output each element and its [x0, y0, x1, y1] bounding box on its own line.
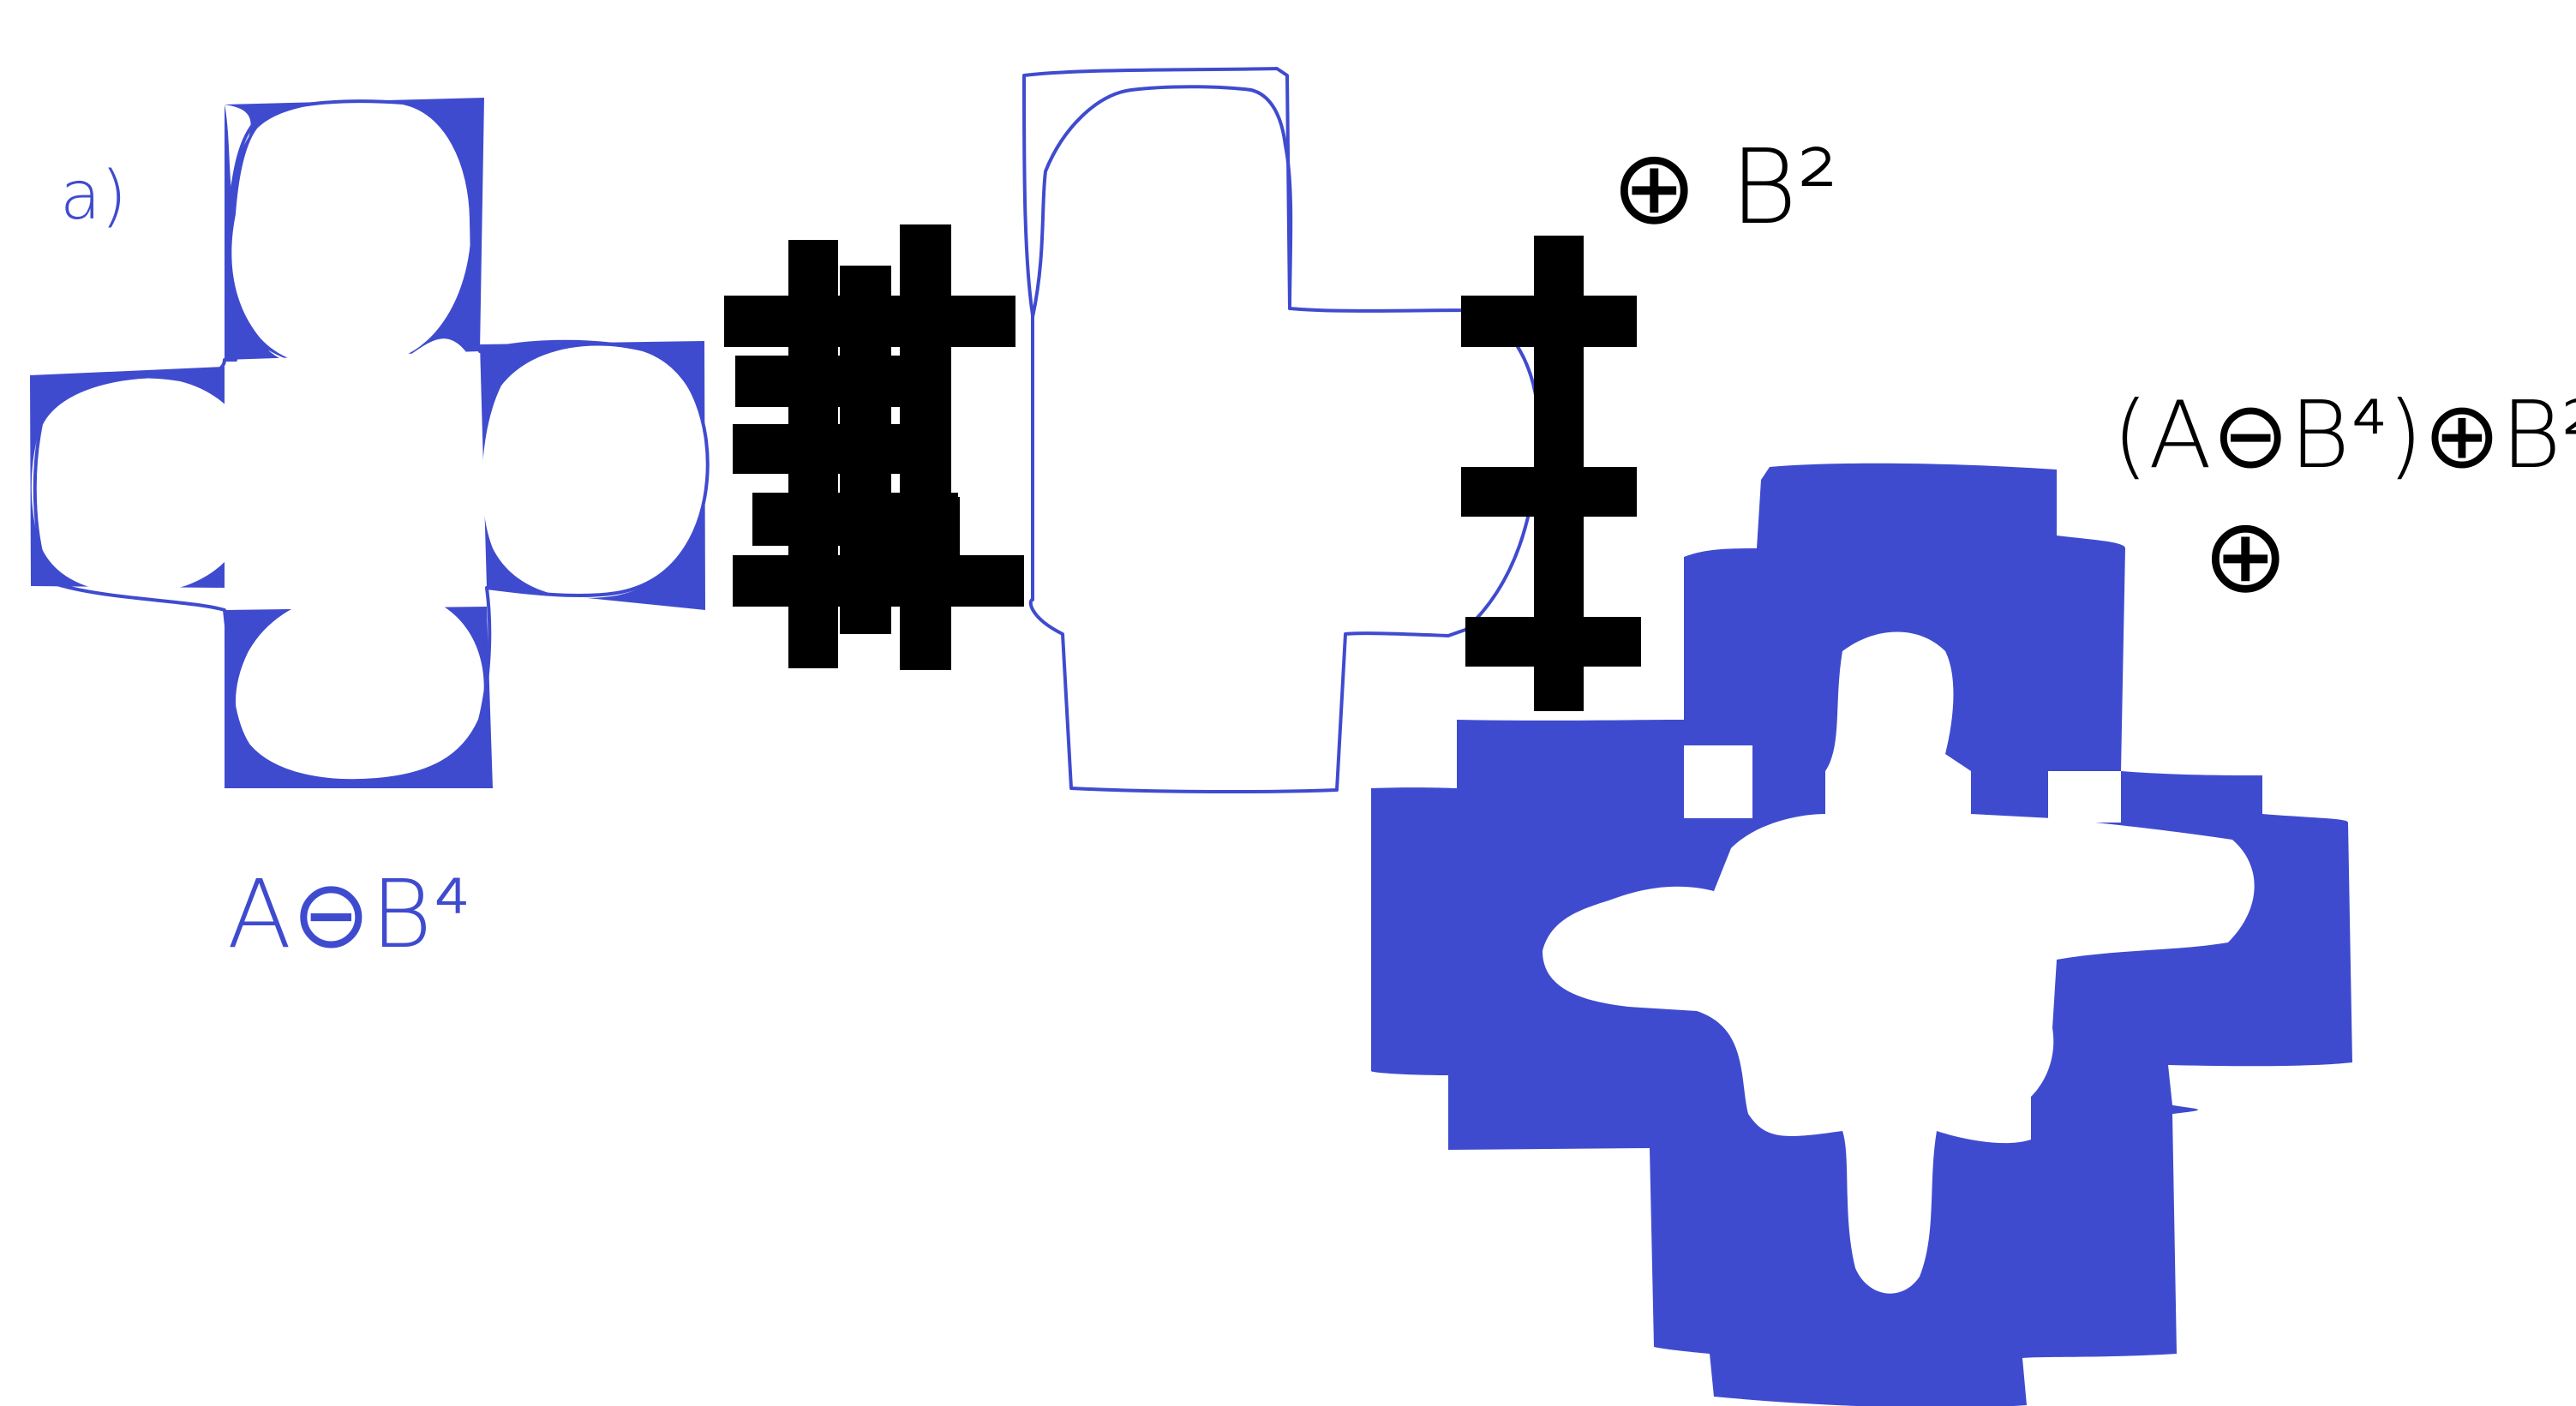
- part-label-text: a): [60, 158, 127, 235]
- combined-symbol-text: ⊕: [2202, 497, 2289, 616]
- black-bar: [788, 240, 838, 668]
- dilation-inner-curve: [1031, 85, 1293, 319]
- dilation-label-text: ⊕ B²: [1611, 129, 1838, 248]
- dilation-figure: [724, 67, 1641, 794]
- right-inner-circle: [482, 345, 708, 598]
- black-bar: [1465, 617, 1641, 667]
- black-bar: [900, 224, 951, 670]
- cross-center: [225, 351, 487, 610]
- opening-gap: [1684, 745, 1752, 818]
- bottom-inner-circle: [236, 589, 484, 781]
- opening-hole: [1543, 631, 2255, 1294]
- top-inner-circle: [231, 101, 471, 368]
- part-label: a): [60, 158, 127, 235]
- opening-figure: [1371, 463, 2352, 1406]
- black-bar: [891, 497, 960, 565]
- erosion-outline: [33, 99, 710, 783]
- black-bar: [1461, 467, 1637, 517]
- black-crosses-left: [724, 224, 1024, 670]
- combined-label-text: (A⊖B⁴)⊕B²: [2112, 382, 2576, 489]
- dilation-outline: [1022, 67, 1541, 794]
- black-bar: [1461, 296, 1637, 347]
- erosion-figure: [30, 98, 710, 788]
- erosion-label: A⊖B⁴: [227, 859, 470, 969]
- dilation-label: ⊕ B²: [1611, 129, 1838, 248]
- erosion-label-text: A⊖B⁴: [227, 859, 470, 969]
- black-crosses-right: [1461, 236, 1641, 711]
- left-inner-circle: [31, 378, 258, 594]
- black-bar: [840, 266, 891, 634]
- opening-gap: [2048, 771, 2121, 823]
- combined-label: (A⊖B⁴)⊕B² ⊕: [2112, 382, 2576, 616]
